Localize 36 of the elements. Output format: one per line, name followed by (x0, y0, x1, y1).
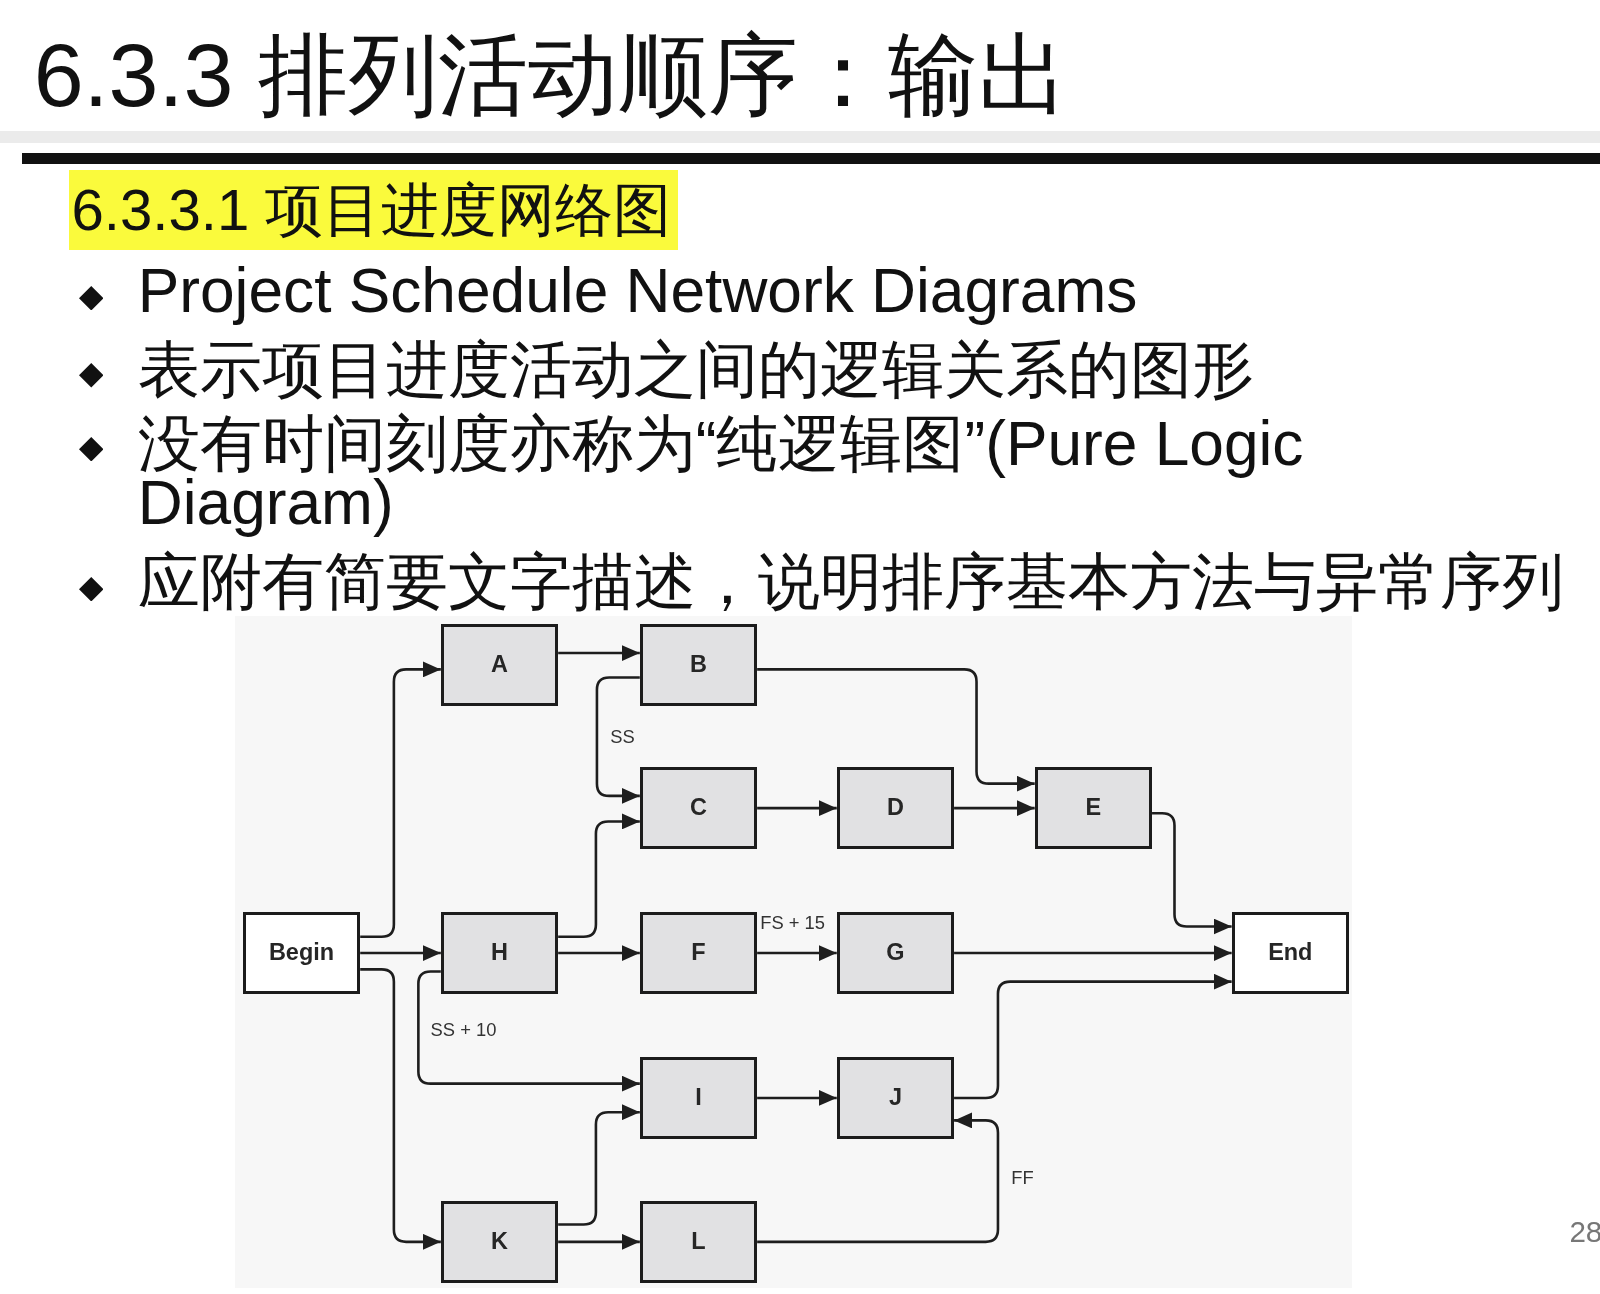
connector-arrow (360, 968, 441, 1250)
connector-arrow (595, 676, 640, 804)
milestone-box: Begin (242, 912, 361, 994)
bullet-text: 表示项目进度活动之间的逻辑关系的图形 (137, 339, 1255, 399)
connector-arrow (558, 813, 640, 939)
activity-box: E (1034, 767, 1153, 849)
connector-arrow (558, 1233, 640, 1250)
activity-box: H (440, 912, 559, 994)
activity-box: K (440, 1201, 559, 1283)
connector-arrow (360, 661, 441, 939)
section-heading: 6.3.3.1 项目进度网络图 (69, 170, 678, 250)
activity-box: C (639, 767, 758, 849)
connector-arrow (954, 800, 1035, 817)
connector-arrow (954, 973, 1232, 1100)
connector-arrow (757, 1112, 1000, 1244)
connector-arrow (757, 800, 837, 817)
activity-box: I (639, 1057, 758, 1139)
activity-box: A (440, 624, 559, 707)
connector-arrow (417, 970, 640, 1092)
activity-box: F (639, 912, 758, 994)
activity-box: J (836, 1057, 955, 1139)
connector-arrow (757, 668, 1035, 792)
connector-arrow (360, 945, 441, 962)
connector-arrow (954, 945, 1232, 962)
connector-arrow (558, 645, 640, 662)
activity-box: D (836, 767, 955, 849)
slide-title: 6.3.3 排列活动顺序：输出 (33, 27, 1069, 122)
connector-arrow (757, 1089, 837, 1106)
connector-arrow (558, 1104, 640, 1226)
activity-box: G (836, 912, 955, 994)
bullet-text: 应附有简要文字描述，说明排序基本方法与异常序列 (137, 552, 1565, 612)
connector-arrow (757, 945, 837, 962)
activity-box: B (639, 624, 758, 707)
milestone-box: End (1231, 912, 1349, 994)
activity-box: L (639, 1201, 758, 1283)
connector-arrow (558, 945, 640, 962)
